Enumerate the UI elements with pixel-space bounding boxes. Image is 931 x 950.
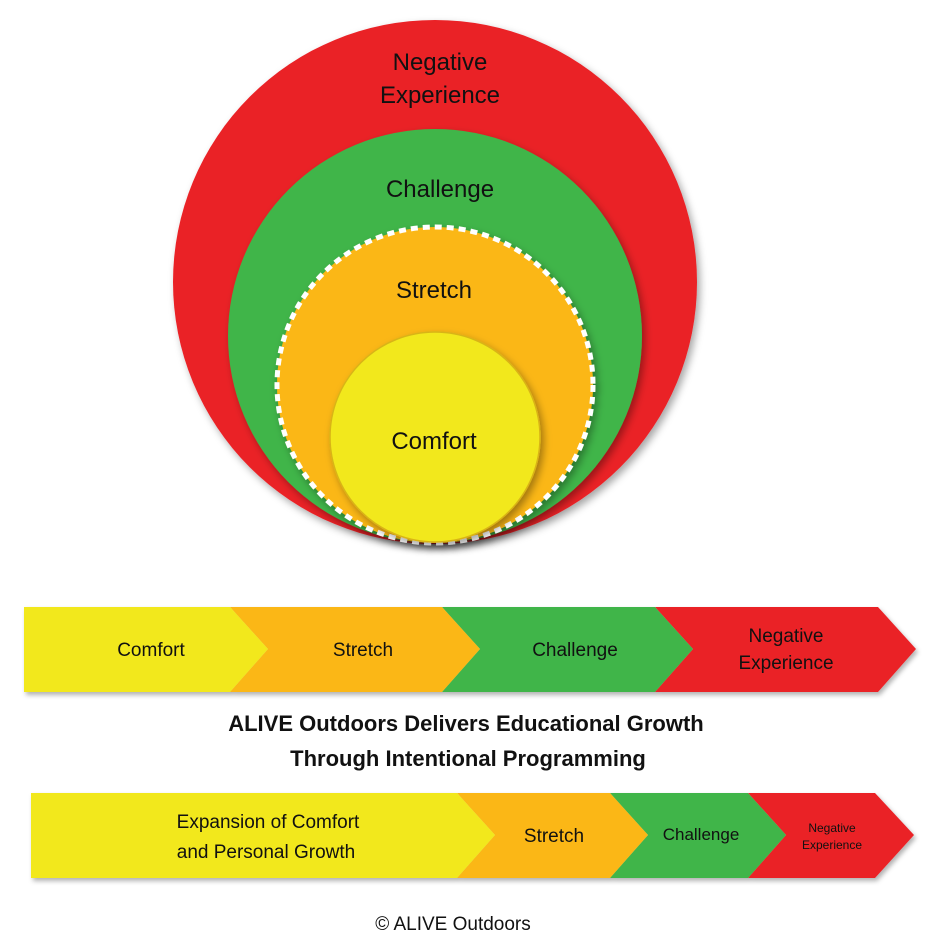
arrow-after-label-comfort-line2: and Personal Growth	[177, 842, 356, 863]
stretch-circle-label: Stretch	[396, 277, 472, 304]
headline-line1: ALIVE Outdoors Delivers Educational Grow…	[228, 711, 704, 736]
arrow-after-segment-negative	[748, 793, 914, 878]
arrow-after-segment-stretch	[457, 793, 648, 878]
arrow-segment-challenge	[442, 607, 693, 692]
progression-arrow-before	[24, 607, 916, 692]
arrow-label-stretch: Stretch	[333, 640, 393, 661]
arrow-segment-negative	[655, 607, 916, 692]
arrow-label-challenge: Challenge	[532, 640, 618, 661]
comfort-circle	[329, 331, 541, 543]
headline: ALIVE Outdoors Delivers Educational Grow…	[228, 711, 704, 771]
arrow-after-label-comfort-line1: Expansion of Comfort	[177, 812, 360, 833]
progression-arrow-after	[31, 793, 914, 878]
arrow-segment-stretch	[230, 607, 480, 692]
negative-experience-label-line2: Experience	[380, 82, 500, 109]
challenge-circle-label: Challenge	[386, 176, 494, 203]
arrow-after-label-stretch: Stretch	[524, 826, 584, 847]
arrow-after-label-negative-line2: Experience	[802, 838, 862, 852]
progression-arrow-before-labels: Comfort Stretch Challenge Negative Exper…	[117, 626, 833, 674]
arrow-label-negative-line1: Negative	[749, 626, 824, 647]
arrow-after-segment-challenge	[610, 793, 786, 878]
arrow-label-negative-line2: Experience	[738, 653, 833, 674]
arrow-after-label-negative-line1: Negative	[808, 821, 856, 835]
copyright-notice: © ALIVE Outdoors	[375, 914, 531, 935]
arrow-after-segment-comfort	[31, 793, 495, 878]
zone-circles: Negative Experience Challenge Stretch Co…	[173, 20, 697, 546]
comfort-circle-label: Comfort	[391, 428, 477, 455]
negative-experience-label-line1: Negative	[393, 49, 488, 76]
arrow-segment-comfort	[24, 607, 268, 692]
headline-line2: Through Intentional Programming	[290, 746, 646, 771]
arrow-after-label-challenge: Challenge	[663, 825, 740, 844]
arrow-label-comfort: Comfort	[117, 640, 185, 661]
progression-arrow-after-labels: Expansion of Comfort and Personal Growth…	[177, 812, 863, 863]
